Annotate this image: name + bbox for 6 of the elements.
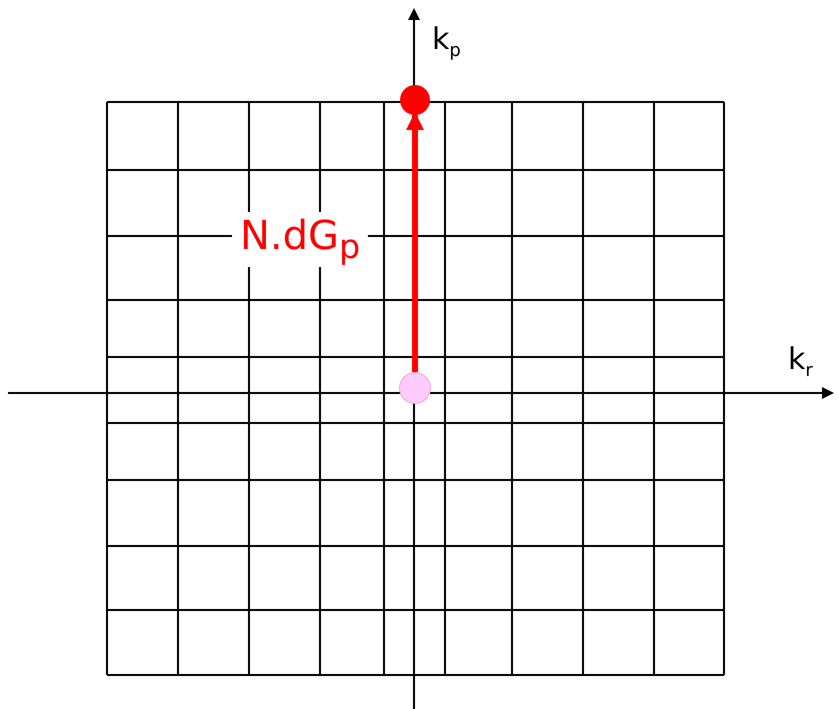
axis-label: k$_{p}$	[432, 25, 461, 60]
axis-label: k$_{r}$	[788, 345, 813, 380]
circle-marker	[399, 372, 431, 404]
arrow	[406, 112, 424, 372]
circle-marker	[400, 85, 430, 115]
edge-label: N.dG$_{p}$	[232, 212, 368, 268]
